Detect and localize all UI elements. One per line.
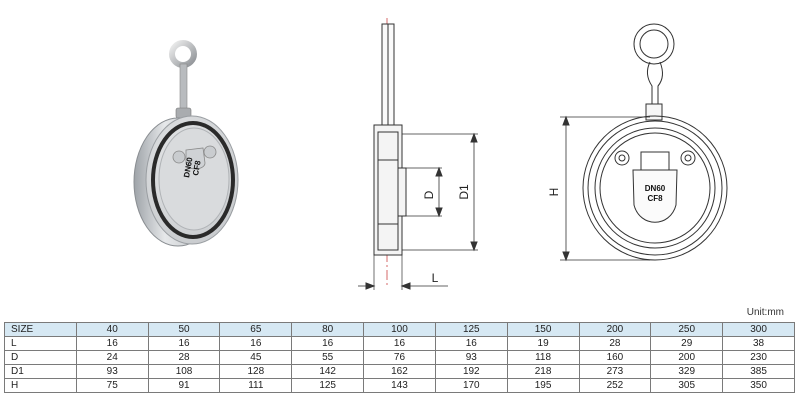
dimension-label-d1: D1 — [457, 184, 471, 200]
table-cell: 45 — [219, 350, 293, 365]
valve-drawing: DN60 CF8 D D1 L — [133, 18, 728, 290]
table-cell: 125 — [291, 378, 365, 393]
table-cell: 143 — [363, 378, 436, 393]
table-cell: 108 — [147, 364, 221, 379]
table-cell: 80 — [291, 322, 365, 337]
table-cell: 150 — [506, 322, 580, 337]
table-cell: 200 — [650, 350, 724, 365]
table-cell: 16 — [291, 336, 365, 351]
valve-photo: DN60 CF8 — [133, 40, 239, 247]
table-cell: 24 — [75, 350, 149, 365]
table-cell: 100 — [363, 322, 436, 337]
photo-stamp-line1: DN60 — [182, 156, 195, 178]
table-cell: 16 — [434, 336, 508, 351]
table-cell: 273 — [578, 364, 652, 379]
dimension-label-l: L — [432, 271, 439, 285]
table-cell: 170 — [434, 378, 508, 393]
table-cell: 19 — [506, 336, 580, 351]
table-cell: 29 — [650, 336, 724, 351]
table-cell: 329 — [650, 364, 724, 379]
table-cell: 162 — [363, 364, 436, 379]
table-cell: 65 — [219, 322, 293, 337]
table-cell: 300 — [722, 322, 795, 337]
table-cell: 305 — [650, 378, 724, 393]
table-cell: 40 — [75, 322, 149, 337]
unit-label: Unit:mm — [746, 307, 784, 318]
table-cell: 200 — [578, 322, 652, 337]
table-cell: 16 — [147, 336, 221, 351]
table-cell: 16 — [75, 336, 149, 351]
front-view-stamp-line2: CF8 — [647, 194, 663, 203]
table-cell: 16 — [219, 336, 293, 351]
side-view — [358, 18, 478, 290]
table-cell: 75 — [75, 378, 149, 393]
table-cell: 252 — [578, 378, 652, 393]
table-row-label: D1 — [4, 364, 77, 379]
table-cell: 76 — [363, 350, 436, 365]
dimension-label-d: D — [422, 190, 436, 199]
front-view-outer-circle — [582, 115, 728, 261]
dimension-label-h: H — [547, 188, 561, 197]
table-cell: 160 — [578, 350, 652, 365]
table-row-label: H — [4, 378, 77, 393]
table-cell: 16 — [363, 336, 436, 351]
photo-seal-ring — [151, 121, 235, 239]
table-cell: 250 — [650, 322, 724, 337]
table-row-label: D — [4, 350, 77, 365]
table-cell: 142 — [291, 364, 365, 379]
table-cell: 93 — [75, 364, 149, 379]
photo-lifting-stem — [179, 63, 188, 115]
table-row-label: L — [4, 336, 77, 351]
side-view-hub — [397, 167, 407, 217]
table-cell: 350 — [722, 378, 795, 393]
table-cell: 38 — [722, 336, 795, 351]
table-cell: 125 — [434, 322, 508, 337]
table-cell: 111 — [219, 378, 293, 393]
table-cell: 230 — [722, 350, 795, 365]
table-cell: 28 — [578, 336, 652, 351]
table-cell: 91 — [147, 378, 221, 393]
front-view-stamp-line1: DN60 — [645, 184, 666, 193]
photo-stamp-line2: CF8 — [191, 159, 203, 176]
front-view-lifting-ring — [633, 23, 675, 65]
front-view — [560, 23, 728, 262]
table-cell: 192 — [434, 364, 508, 379]
table-cell: 195 — [506, 378, 580, 393]
table-cell: 50 — [147, 322, 221, 337]
table-cell: 28 — [147, 350, 221, 365]
front-view-disc — [632, 169, 678, 223]
front-view-seal-circle — [594, 127, 716, 249]
table-row-label: SIZE — [4, 322, 77, 337]
table-cell: 93 — [434, 350, 508, 365]
photo-lifting-ring — [169, 40, 197, 68]
side-view-body — [373, 124, 403, 256]
table-cell: 55 — [291, 350, 365, 365]
table-cell: 118 — [506, 350, 580, 365]
table-cell: 218 — [506, 364, 580, 379]
table-cell: 385 — [722, 364, 795, 379]
table-cell: 128 — [219, 364, 293, 379]
